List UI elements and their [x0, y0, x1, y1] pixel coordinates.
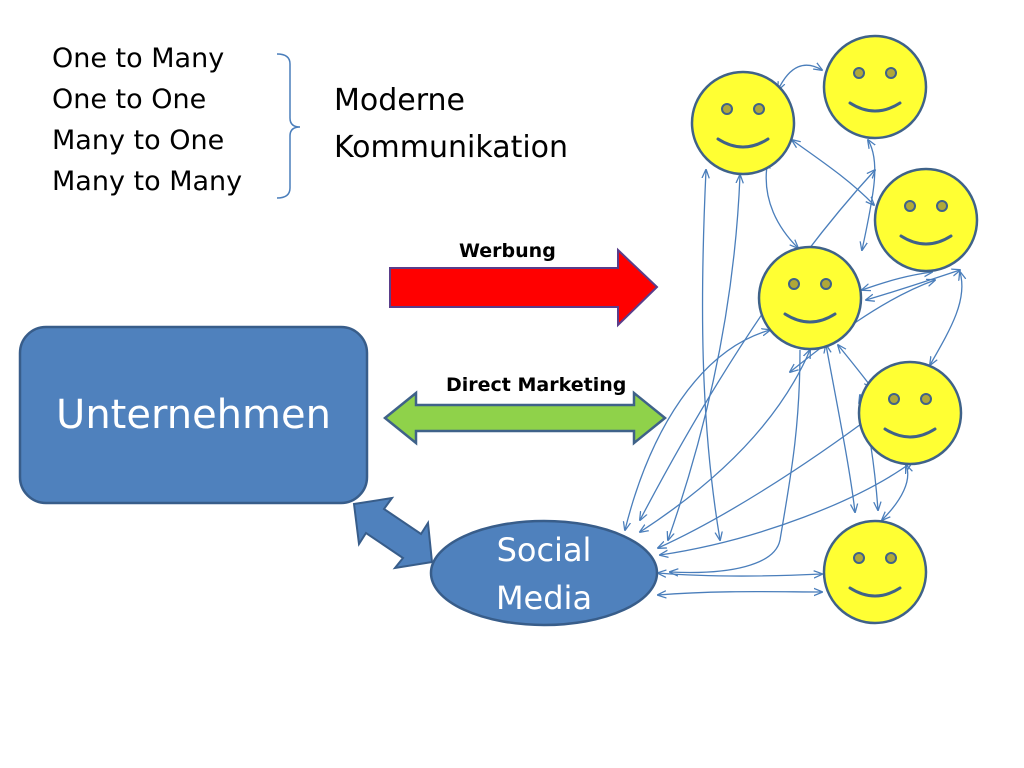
direct-marketing-label: Direct Marketing [446, 374, 627, 396]
smiley-eye [853, 552, 865, 564]
smiley-face [757, 245, 863, 351]
smiley-face [690, 70, 796, 176]
smiley-mouth [848, 101, 902, 113]
title-line-1: Moderne [334, 83, 466, 118]
smiley-mouth [716, 137, 770, 149]
smiley-eye [721, 103, 733, 115]
smiley-mouth [783, 312, 837, 324]
smiley-icon [822, 519, 928, 625]
smiley-face [822, 34, 928, 140]
social-media-ellipse [429, 519, 659, 627]
smiley-eye [885, 552, 897, 564]
direct-marketing-arrow [383, 390, 667, 446]
social-media-label-line-1: Social [496, 531, 592, 569]
smiley-mouth [883, 427, 937, 439]
smiley-face [857, 360, 963, 466]
smiley-icon [873, 167, 979, 273]
company-label: Unternehmen [56, 392, 331, 438]
smiley-icon [822, 34, 928, 140]
smiley-face [822, 519, 928, 625]
smiley-eye [853, 67, 865, 79]
comm-type-many-to-one: Many to One [52, 125, 225, 156]
smiley-eye [885, 67, 897, 79]
social-media-label-line-2: Media [495, 579, 593, 617]
advertising-arrow [389, 247, 659, 328]
title-line-2: Kommunikation [334, 130, 569, 165]
smiley-mouth [848, 586, 902, 598]
curly-brace-icon [276, 53, 301, 199]
smiley-mouth [899, 234, 953, 246]
smiley-icon [857, 360, 963, 466]
comm-type-many-to-many: Many to Many [52, 166, 243, 197]
smiley-face [873, 167, 979, 273]
smiley-eye [788, 278, 800, 290]
smiley-eye [904, 200, 916, 212]
smiley-eye [936, 200, 948, 212]
smiley-eye [888, 393, 900, 405]
smiley-icon [757, 245, 863, 351]
company-box [18, 325, 369, 505]
smiley-eye [820, 278, 832, 290]
comm-type-one-to-many: One to Many [52, 43, 225, 74]
company-social-double-arrow [352, 496, 434, 570]
advertising-label: Werbung [459, 240, 556, 262]
smiley-icon [690, 70, 796, 176]
comm-type-one-to-one: One to One [52, 84, 207, 115]
smiley-eye [753, 103, 765, 115]
smiley-eye [920, 393, 932, 405]
